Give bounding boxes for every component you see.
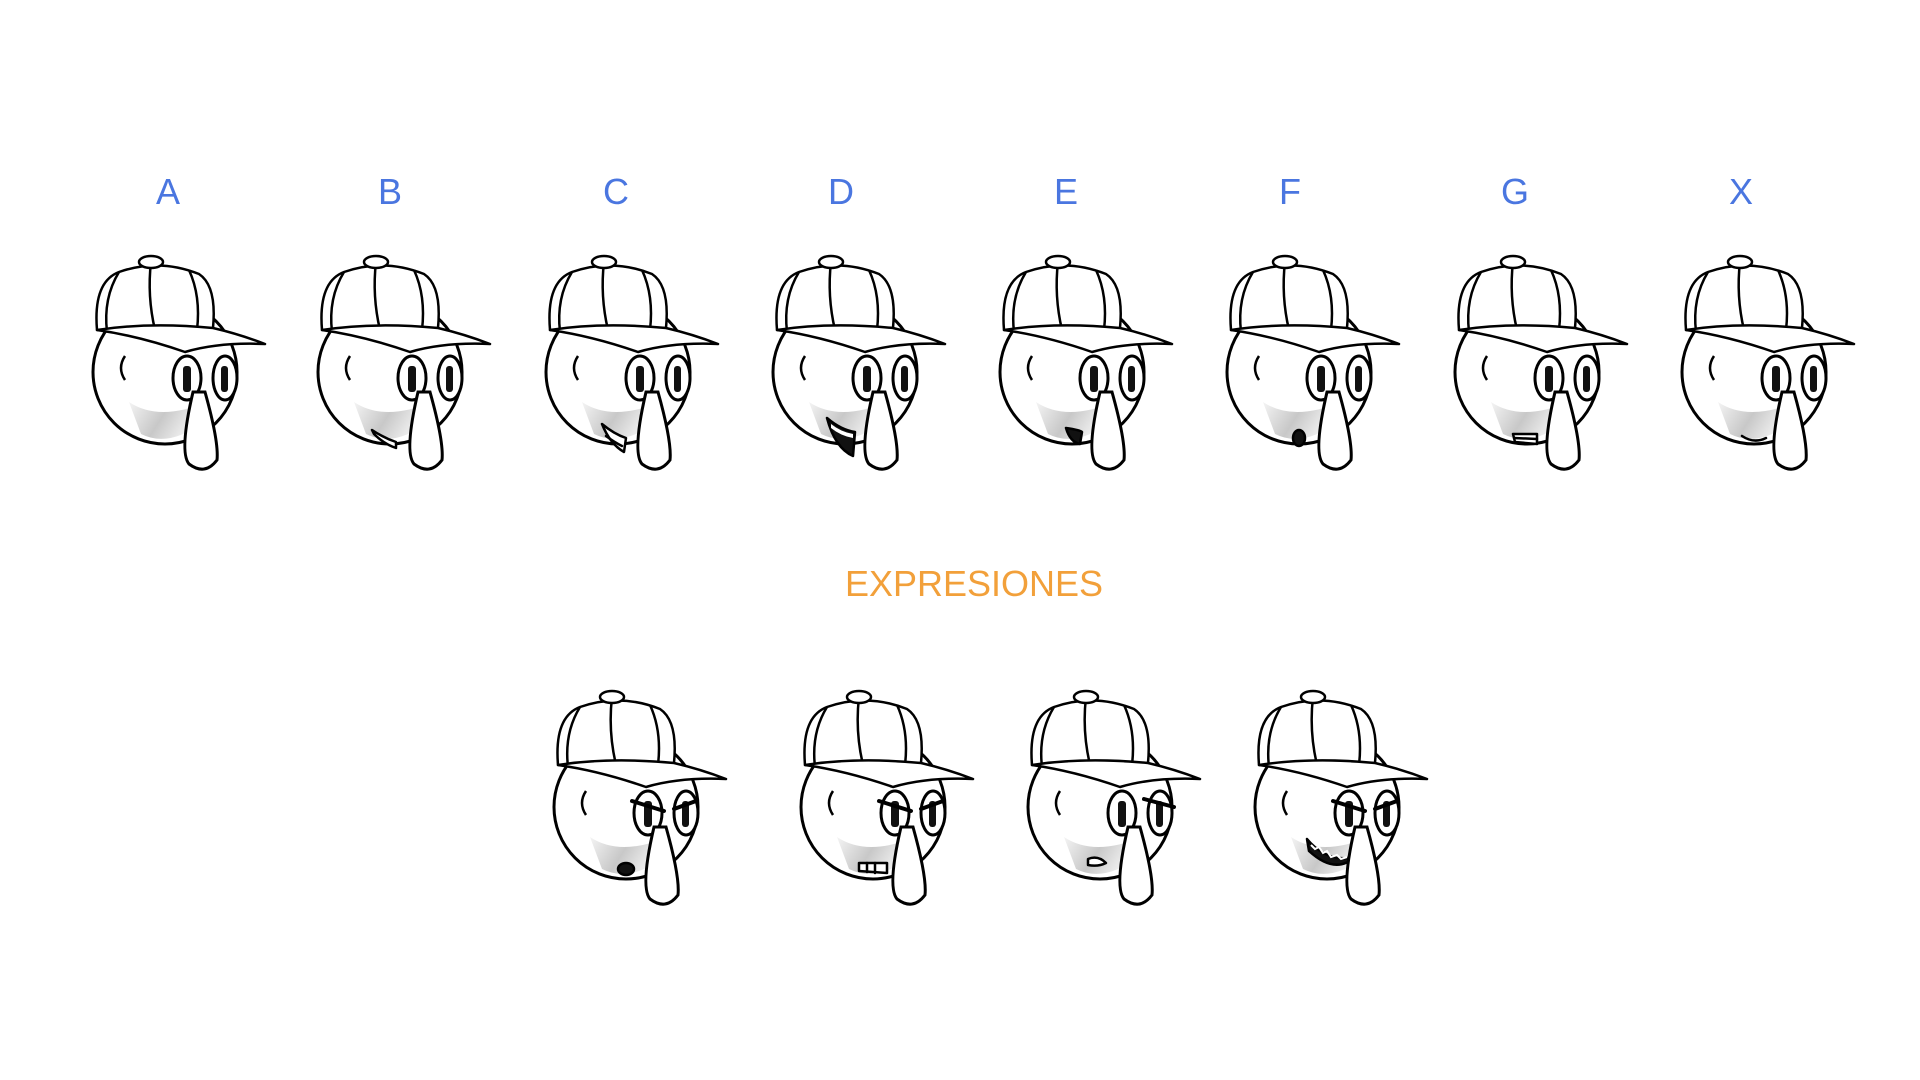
mouth-shape-face-a: [89, 252, 271, 476]
mouth-shape-face-f: [1223, 252, 1405, 476]
character-head-drawing: [771, 254, 947, 471]
character-head-drawing: [1680, 254, 1856, 471]
character-head-drawing: [552, 689, 728, 906]
expression-face-4: [1251, 687, 1433, 911]
mouth-shape-face-c: [542, 252, 724, 476]
expression-face-3: [1024, 687, 1206, 911]
character-head-drawing: [1253, 689, 1429, 906]
mouth-shape-label: G: [1500, 171, 1529, 212]
expressions-title: EXPRESIONES: [844, 563, 1104, 604]
character-head-drawing: [799, 689, 975, 906]
mouth-shape-face-d: [769, 252, 951, 476]
character-head-drawing: [544, 254, 720, 471]
mouth-shape-label: X: [1728, 171, 1753, 212]
expression-face-1: [550, 687, 732, 911]
mouth-shape-face-e: [996, 252, 1178, 476]
mouth-shape-label: C: [603, 171, 629, 212]
character-head-drawing: [1453, 254, 1629, 471]
mouth-shape-label: B: [377, 171, 402, 212]
mouth-shape-face-x: [1678, 252, 1860, 476]
character-head-drawing: [1225, 254, 1401, 471]
mouth-shape-label: F: [1279, 171, 1301, 212]
mouth-shape-label: D: [828, 171, 854, 212]
character-head-drawing: [91, 254, 267, 471]
character-head-drawing: [316, 254, 492, 471]
character-head-drawing: [1026, 689, 1202, 906]
mouth-shape-label: A: [155, 171, 180, 212]
character-head-drawing: [998, 254, 1174, 471]
expression-face-2: [797, 687, 979, 911]
mouth-shape-face-g: [1451, 252, 1633, 476]
mouth-shape-face-b: [314, 252, 496, 476]
mouth-shape-label: E: [1053, 171, 1078, 212]
